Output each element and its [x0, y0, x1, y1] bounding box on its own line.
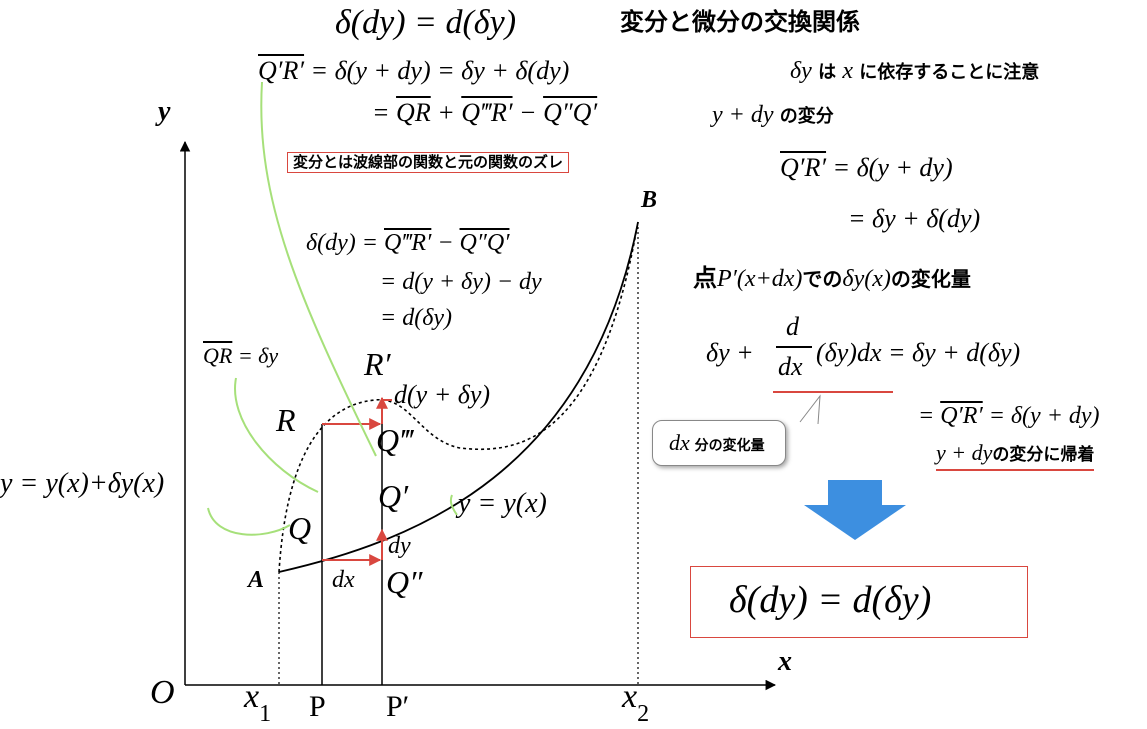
right-eq2-rest: = δ(y + dy) — [982, 403, 1100, 429]
curve-original — [278, 221, 639, 573]
point-q-2prime-label: Q″ — [386, 564, 423, 600]
point-r-prime-label: R′ — [364, 346, 391, 382]
leader-top-eq — [260, 81, 377, 457]
blue-down-arrow — [804, 480, 906, 540]
x2-label: x2 — [622, 678, 649, 727]
x2-sub: 2 — [637, 701, 650, 727]
bubble-tail — [799, 394, 821, 425]
curve-varied — [278, 221, 639, 573]
top-eq-line2-b: Q‴R′ — [461, 98, 513, 127]
dx-label: dx — [332, 567, 355, 593]
bubble-content: dx 分の変化量 — [669, 432, 765, 455]
return-note-text: の変分に帰着 — [992, 445, 1095, 465]
fraction-bar — [776, 346, 812, 348]
right-eq2-ovl: Q′R′ — [940, 403, 983, 429]
mid-eq-minus: − — [431, 230, 460, 256]
right-eq2-eq: = — [918, 403, 941, 429]
x1-sub: 1 — [259, 701, 272, 727]
bubble-text: 分の変化量 — [689, 438, 765, 454]
point-q-3prime-label: Q‴ — [376, 422, 413, 458]
note-dependence: δy は x に依存することに注意 — [790, 58, 1039, 83]
x1-label: x1 — [244, 678, 271, 727]
dy-label: dy — [388, 533, 411, 559]
right-eq1-line2: = δy + δ(dy) — [848, 204, 981, 233]
point-change-bold1: 点 — [693, 264, 717, 292]
top-eq-line2-minus: − — [512, 98, 544, 127]
note-variation-sym: y + dy — [712, 102, 774, 128]
return-note-sym: y + dy — [936, 440, 993, 465]
x1-main: x — [244, 678, 260, 715]
d-y-plus-dy-label: d(y + δy) — [394, 380, 491, 409]
bubble-sym: dx — [669, 430, 690, 455]
note-dependence-x: x — [842, 58, 854, 84]
title-subtitle: 変分と微分の交換関係 — [620, 8, 860, 36]
deriv-eq-num: d — [786, 312, 799, 341]
top-eq-line2-c: Q″Q′ — [543, 98, 598, 127]
right-eq1-line1: Q′R′ = δ(y + dy) — [780, 155, 953, 181]
mid-eq-b: Q″Q′ — [459, 230, 510, 256]
point-change-bold2: での — [802, 267, 843, 291]
x2-main: x — [622, 678, 638, 715]
deriv-eq-left: δy + — [706, 338, 754, 367]
mid-eq-line1: δ(dy) = Q‴R′ − Q″Q′ — [306, 231, 509, 255]
curve-varied-label: y = y(x)+δy(x) — [0, 468, 165, 499]
right-eq2: = Q′R′ = δ(y + dy) — [918, 404, 1100, 428]
origin-label: O — [150, 674, 175, 711]
qr-eq: QR = δy — [203, 345, 278, 367]
top-eq-line2-plus: + — [430, 98, 462, 127]
title-formula: δ(dy) = d(δy) — [335, 4, 517, 41]
top-eq-line2-a: QR — [396, 98, 431, 127]
top-eq-line1: Q′R′ = δ(y + dy) = δy + δ(dy) — [258, 58, 569, 84]
point-change-line: 点P′(x+dx)でのδy(x)の変化量 — [693, 266, 971, 291]
point-a-label: A — [248, 567, 265, 593]
deriv-eq-den: dx — [778, 352, 803, 381]
result-box: δ(dy) = d(δy) — [690, 566, 1028, 638]
note-dependence-sym: δy — [790, 58, 812, 84]
point-b-label: B — [641, 187, 658, 213]
leader-orig-curve — [449, 494, 458, 516]
dx-change-bubble: dx 分の変化量 — [652, 420, 786, 466]
deriv-eq-right: (δy)dx = δy + d(δy) — [816, 338, 1021, 367]
p-label: P — [309, 690, 326, 723]
p-prime-label: P′ — [386, 690, 410, 723]
top-eq-line2-eq: = — [372, 98, 397, 127]
qr-eq-ovl: QR — [203, 343, 233, 368]
right-eq1-ovl: Q′R′ — [780, 153, 827, 182]
point-change-bold3: の変化量 — [890, 267, 971, 291]
top-eq-rest: = δ(y + dy) = δy + δ(dy) — [304, 56, 570, 85]
y-axis-label: y — [158, 96, 171, 127]
top-eq-line2: = QR + Q‴R′ − Q″Q′ — [372, 100, 597, 126]
note-dependence-rest: に依存することに注意 — [853, 62, 1040, 83]
point-r-label: R — [276, 402, 296, 438]
note-dependence-ha: は — [811, 62, 843, 83]
right-eq1-rest: = δ(y + dy) — [826, 153, 953, 182]
mid-eq-pre: δ(dy) = — [306, 230, 384, 256]
qr-eq-rest: = δy — [232, 343, 279, 368]
leader-qr — [234, 377, 319, 493]
result-formula: δ(dy) = d(δy) — [729, 579, 932, 621]
return-note: y + dyの変分に帰着 — [936, 440, 1095, 471]
note-variation-of: y + dy の変分 — [712, 102, 834, 127]
leader-varied-curve — [207, 507, 291, 536]
mid-eq-line3: = d(δy) — [380, 305, 452, 331]
note-variation-text: の変分 — [773, 106, 834, 127]
x-axis-label: x — [778, 646, 792, 677]
point-change-sym: P′(x+dx) — [717, 266, 803, 292]
mid-eq-line2: = d(y + δy) − dy — [380, 269, 542, 295]
point-change-sym2: δy(x) — [842, 266, 891, 292]
point-q-prime-label: Q′ — [378, 478, 409, 514]
mid-eq-a: Q‴R′ — [384, 230, 432, 256]
top-eq-ovl: Q′R′ — [258, 56, 305, 85]
curve-original-label: y = y(x) — [458, 488, 547, 519]
point-q-label: Q — [288, 510, 312, 546]
variation-definition-box: 変分とは波線部の関数と元の関数のズレ — [287, 152, 570, 173]
